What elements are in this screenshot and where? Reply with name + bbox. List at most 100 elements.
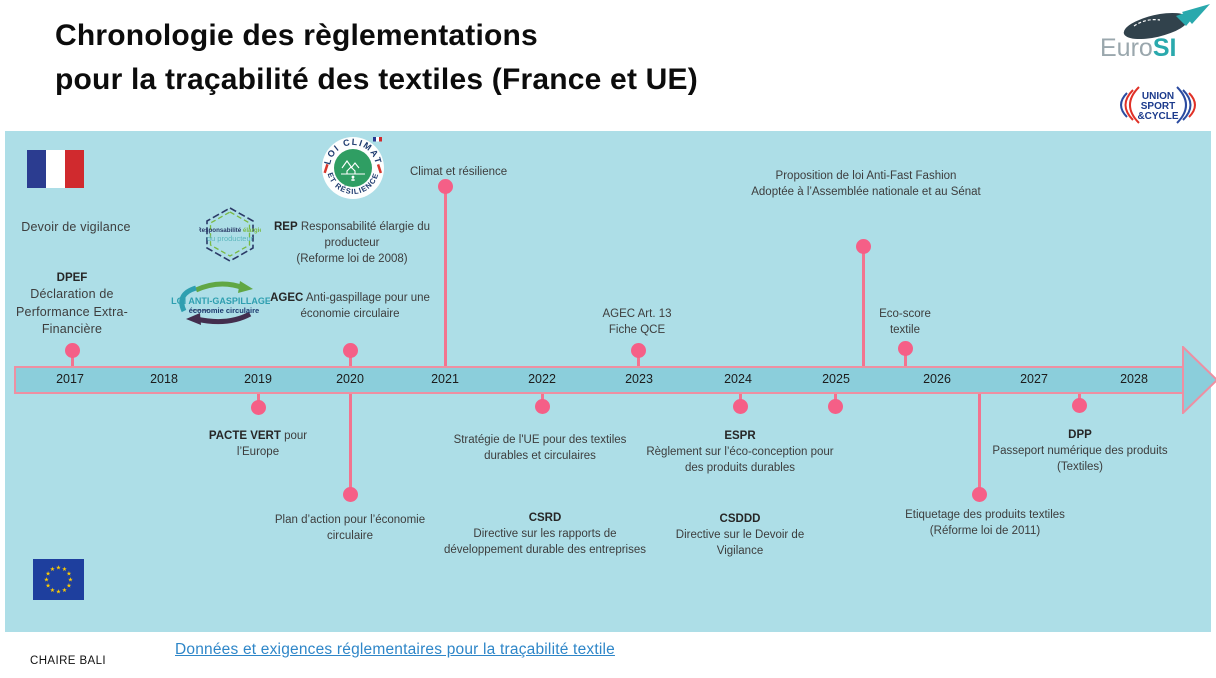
marker-dot-fastfashion [855, 238, 871, 254]
marker-stem-ecoscore [903, 348, 907, 366]
event-csddd: CSDDD Directive sur le Devoir de Vigilan… [664, 511, 816, 559]
year-2024: 2024 [724, 372, 752, 386]
event-agec-acronym: AGEC [270, 292, 304, 304]
union-text-sport: SPORT [1141, 101, 1175, 112]
agec-badge-text2: pour une [193, 307, 210, 312]
marker-stem-fastfashion [861, 246, 865, 366]
event-rep-text: Responsabilité élargie du producteur [297, 221, 430, 250]
event-agec-text: Anti-gaspillage pour une économie circul… [300, 292, 430, 321]
event-etiquetage-line1: Etiquetage des produits textiles [905, 509, 1065, 521]
source-link[interactable]: Données et exigences réglementaires pour… [175, 641, 615, 658]
event-csrd-text: Directive sur les rapports de développem… [443, 528, 647, 557]
event-agec-art13-line1: AGEC Art. 13 [602, 308, 672, 320]
event-plan-action: Plan d’action pour l’économie circulaire [274, 514, 426, 543]
event-dpef-text: Déclaration de Performance Extra-Financi… [16, 287, 128, 337]
svg-text:★: ★ [50, 587, 55, 594]
event-dpef: DPEF Déclaration de Performance Extra-Fi… [0, 270, 148, 339]
marker-dot-dpp [1071, 397, 1087, 413]
marker-dot-climat [437, 178, 453, 194]
event-ecoscore-line1: Eco-score [879, 308, 931, 320]
marker-dot-espr [732, 398, 748, 414]
marker-stem-climat [443, 186, 447, 366]
timeline-arrowhead-icon [1182, 346, 1216, 414]
event-dpef-acronym: DPEF [56, 272, 88, 284]
marker-dot-ecoscore [897, 340, 913, 356]
union-arcs-icon: UNION SPORT &CYCLE [1120, 86, 1196, 124]
chaire-bali-label: CHAIRE BALI [30, 655, 106, 667]
year-2022: 2022 [528, 372, 556, 386]
year-2023: 2023 [625, 372, 653, 386]
marker-dot-etiquetage [971, 486, 987, 502]
event-agec: AGEC Anti-gaspillage pour une économie c… [259, 290, 441, 322]
union-text-union: UNION [1142, 91, 1174, 102]
event-csddd-acronym: CSDDD [719, 513, 761, 525]
marker-stem-plan [348, 394, 352, 494]
year-2019: 2019 [244, 372, 272, 386]
event-etiquetage-line2: (Réforme loi de 2011) [929, 525, 1041, 538]
svg-text:★: ★ [62, 566, 67, 573]
event-espr-text: Règlement sur l’éco-conception pour des … [646, 446, 834, 475]
marker-dot-2025 [827, 398, 843, 414]
event-dpp-text: Passeport numérique des produits [992, 445, 1168, 458]
event-rep: REP Responsabilité élargie du producteur… [267, 219, 437, 267]
year-2028: 2028 [1120, 372, 1148, 386]
marker-dot-agec [342, 342, 358, 358]
rep-badge-text3: du producteur [207, 234, 254, 243]
eu-flag-icon: ★★★ ★★★ ★★★ ★★★ [33, 559, 84, 605]
event-agec-art13: AGEC Art. 13 Fiche QCE [602, 306, 671, 338]
svg-text:★: ★ [56, 565, 61, 572]
event-espr: ESPR Règlement sur l’éco-conception pour… [644, 428, 836, 476]
agec-badge-text1: LOI ANTI-GASPILLAGE [171, 296, 270, 306]
event-ecoscore-line2: textile [889, 324, 921, 337]
event-agec-art13-line2: Fiche QCE [608, 324, 666, 337]
event-pacte-vert-acronym: PACTE VERT [208, 430, 281, 442]
year-2021: 2021 [431, 372, 459, 386]
svg-text:★: ★ [66, 583, 71, 590]
rep-badge-text1: Responsabilité [199, 227, 242, 234]
union-text-cycle: &CYCLE [1137, 111, 1178, 122]
event-csddd-text: Directive sur le Devoir de Vigilance [675, 529, 805, 558]
svg-text:★: ★ [68, 577, 73, 584]
event-strategie-ue: Stratégie de l'UE pour des textiles dura… [453, 434, 627, 463]
event-dpp: DPP Passeport numérique des produits (Te… [960, 427, 1200, 475]
marker-dot-agec13 [630, 342, 646, 358]
event-rep-acronym: REP [274, 221, 298, 233]
rep-badge-icon: Responsabilité élargie du producteur [197, 205, 263, 268]
svg-text:EuroSI: EuroSI [1100, 34, 1176, 62]
marker-stem-agec [348, 350, 352, 366]
marker-stem-dpef [70, 350, 74, 366]
year-2025: 2025 [822, 372, 850, 386]
year-2017: 2017 [56, 372, 84, 386]
svg-text:★: ★ [45, 571, 50, 578]
svg-text:★: ★ [44, 577, 49, 584]
event-dpp-acronym: DPP [1068, 429, 1092, 441]
year-2020: 2020 [336, 372, 364, 386]
year-2018: 2018 [150, 372, 178, 386]
event-etiquetage: Etiquetage des produits textiles (Réform… [905, 507, 1065, 539]
event-espr-acronym: ESPR [724, 430, 756, 442]
page-title-line1: Chronologie des règlementations [55, 19, 538, 52]
svg-text:★: ★ [56, 589, 61, 596]
page-title: Chronologie des règlementations pour la … [55, 14, 698, 101]
marker-dot-dpef [64, 342, 80, 358]
svg-text:Responsabilité élargie: Responsabilité élargie [199, 227, 261, 234]
eurosi-text-si: SI [1153, 34, 1177, 62]
eurosi-comet-icon: EuroSI [1100, 4, 1210, 62]
eurosi-logo: EuroSI [1098, 4, 1212, 69]
agec-badge-icon: LOI ANTI-GASPILLAGE pour une économie ci… [170, 279, 271, 332]
loi-climat-badge-icon: LOI CLIMAT ET RÉSILIENCE [320, 135, 386, 206]
marker-stem-agec13 [636, 350, 640, 366]
svg-text:★: ★ [45, 583, 50, 590]
rep-badge-text2: élargie [243, 227, 261, 234]
agec-badge-text3: économie circulaire [189, 306, 259, 315]
year-2026: 2026 [923, 372, 951, 386]
svg-text:★: ★ [62, 587, 67, 594]
year-2027: 2027 [1020, 372, 1048, 386]
event-anti-fast-fashion-line2: Adoptée à l’Assemblée nationale et au Sé… [751, 186, 981, 199]
event-anti-fast-fashion-line1: Proposition de loi Anti-Fast Fashion [775, 170, 957, 182]
page-title-line2: pour la traçabilité des textiles (France… [55, 62, 698, 96]
event-anti-fast-fashion: Proposition de loi Anti-Fast Fashion Ado… [751, 168, 981, 200]
event-pacte-vert: PACTE VERT pour l’Europe [197, 428, 319, 460]
event-csrd-acronym: CSRD [528, 512, 562, 524]
